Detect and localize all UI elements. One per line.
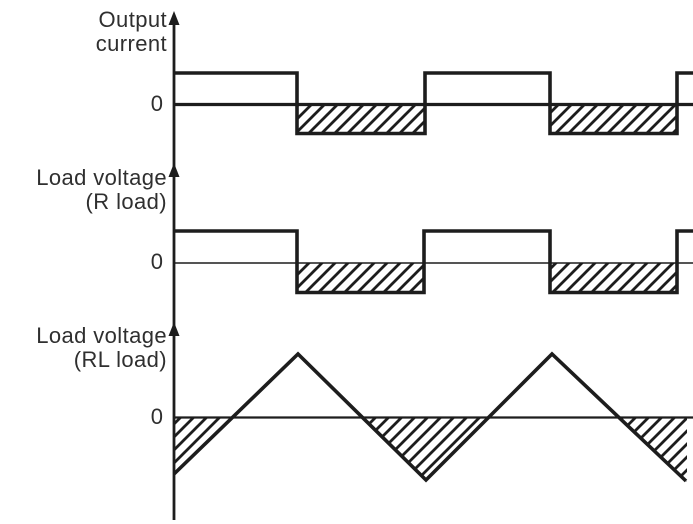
axis-label-line: current	[95, 31, 167, 56]
panel-load-voltage-rl-zero-tick: 0	[150, 404, 163, 429]
panel-load-voltage-r-label: Load voltage (R load)	[36, 166, 167, 214]
output-current-waveform	[174, 71, 693, 136]
load-voltage-rl-load-waveform	[172, 351, 688, 483]
output-current-hatch-region-0	[297, 104, 425, 134]
panel-load-voltage-rl-label: Load voltage (RL load)	[36, 324, 167, 372]
output-current-hatch-region-1	[550, 104, 677, 134]
panel-output-current	[174, 71, 693, 136]
panel-load-voltage-rl-load	[172, 351, 693, 483]
axis-arrowhead-1	[168, 163, 180, 177]
axis-label-line: (RL load)	[73, 347, 167, 372]
load-voltage-r-load-hatch-region-1	[550, 263, 677, 293]
load-voltage-r-load-hatch-region-0	[297, 263, 424, 293]
axis-label-line: (R load)	[85, 189, 167, 214]
panel-output-current-zero-tick: 0	[150, 91, 163, 116]
load-voltage-r-load-waveform	[174, 229, 693, 295]
panel-load-voltage-r-zero-tick: 0	[150, 249, 163, 274]
load-voltage-rl-load-hatch-region-1	[362, 417, 489, 480]
axis-arrowhead-2	[168, 322, 180, 336]
axis-label-line: Output	[98, 7, 167, 32]
axis-label-line: Load voltage	[36, 165, 167, 190]
panel-load-voltage-r-load	[174, 229, 693, 295]
panel-output-current-label: Output current	[96, 8, 167, 56]
axis-label-line: Load voltage	[36, 323, 167, 348]
axis-arrowhead-0	[168, 11, 180, 25]
